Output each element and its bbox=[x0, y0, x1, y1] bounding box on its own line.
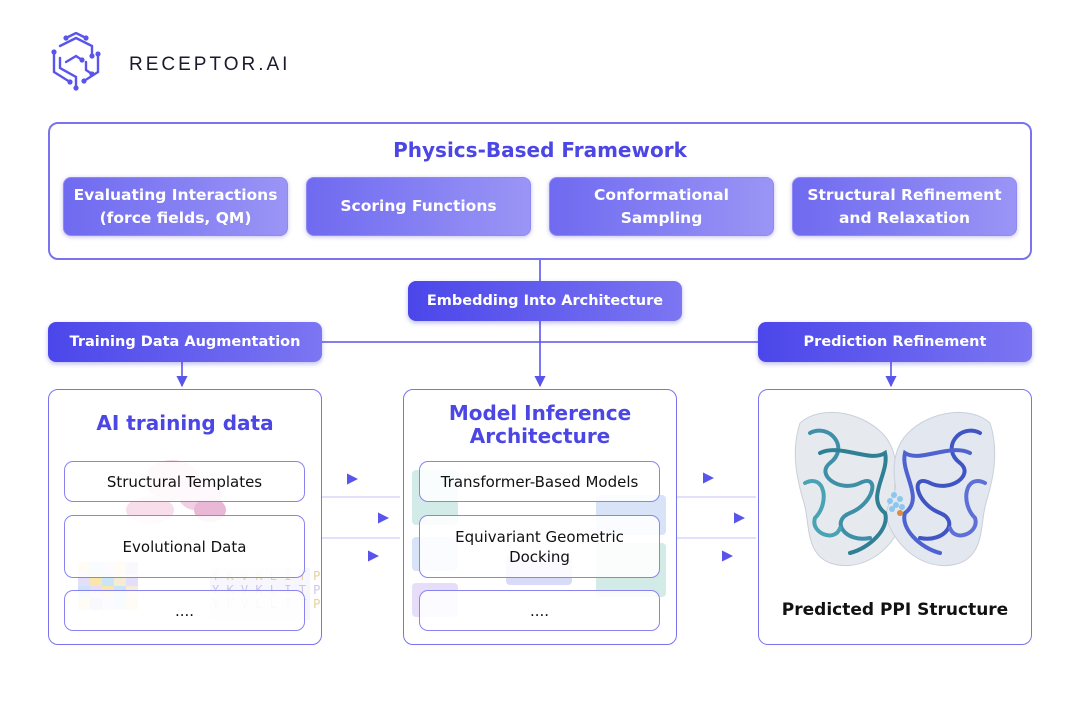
card-transformer-models: Transformer-Based Models bbox=[419, 461, 660, 502]
logo-icon bbox=[51, 32, 101, 91]
prediction-refinement-pill: Prediction Refinement bbox=[758, 322, 1032, 362]
chip-line: (force fields, QM) bbox=[99, 208, 252, 227]
training-augmentation-pill: Training Data Augmentation bbox=[48, 322, 322, 362]
predicted-ppi-caption: Predicted PPI Structure bbox=[781, 600, 1009, 620]
brand-name: RECEPTOR.AI bbox=[129, 54, 291, 75]
card-more-models: .... bbox=[419, 590, 660, 631]
card-line: Docking bbox=[509, 547, 570, 566]
card-equivariant-docking: Equivariant Geometric Docking bbox=[419, 515, 660, 578]
chip-conformational-sampling: Conformational Sampling bbox=[549, 177, 774, 236]
model-title-line: Model Inference bbox=[448, 401, 632, 425]
chip-line: Evaluating Interactions bbox=[73, 185, 278, 204]
chip-line: Structural Refinement bbox=[807, 185, 1002, 204]
chip-line: Scoring Functions bbox=[340, 197, 497, 215]
card-more-training: .... bbox=[64, 590, 305, 631]
training-panel-title: AI training data bbox=[96, 411, 274, 435]
embedding-pill: Embedding Into Architecture bbox=[408, 281, 682, 321]
model-panel-title: Model Inference Architecture bbox=[403, 402, 677, 448]
framework-title: Physics-Based Framework bbox=[393, 138, 687, 162]
chip-structural-refinement: Structural Refinement and Relaxation bbox=[792, 177, 1017, 236]
card-line: Equivariant Geometric bbox=[455, 527, 624, 546]
chip-line: Conformational bbox=[594, 185, 729, 204]
protein-structure-illustration bbox=[794, 411, 996, 567]
model-title-line: Architecture bbox=[469, 424, 611, 448]
chip-line: and Relaxation bbox=[838, 208, 971, 227]
card-evolutional-data: Evolutional Data bbox=[64, 515, 305, 578]
card-structural-templates: Structural Templates bbox=[64, 461, 305, 502]
chip-line: Sampling bbox=[620, 208, 703, 227]
chip-scoring-functions: Scoring Functions bbox=[306, 177, 531, 236]
chip-evaluating-interactions: Evaluating Interactions (force fields, Q… bbox=[63, 177, 288, 236]
